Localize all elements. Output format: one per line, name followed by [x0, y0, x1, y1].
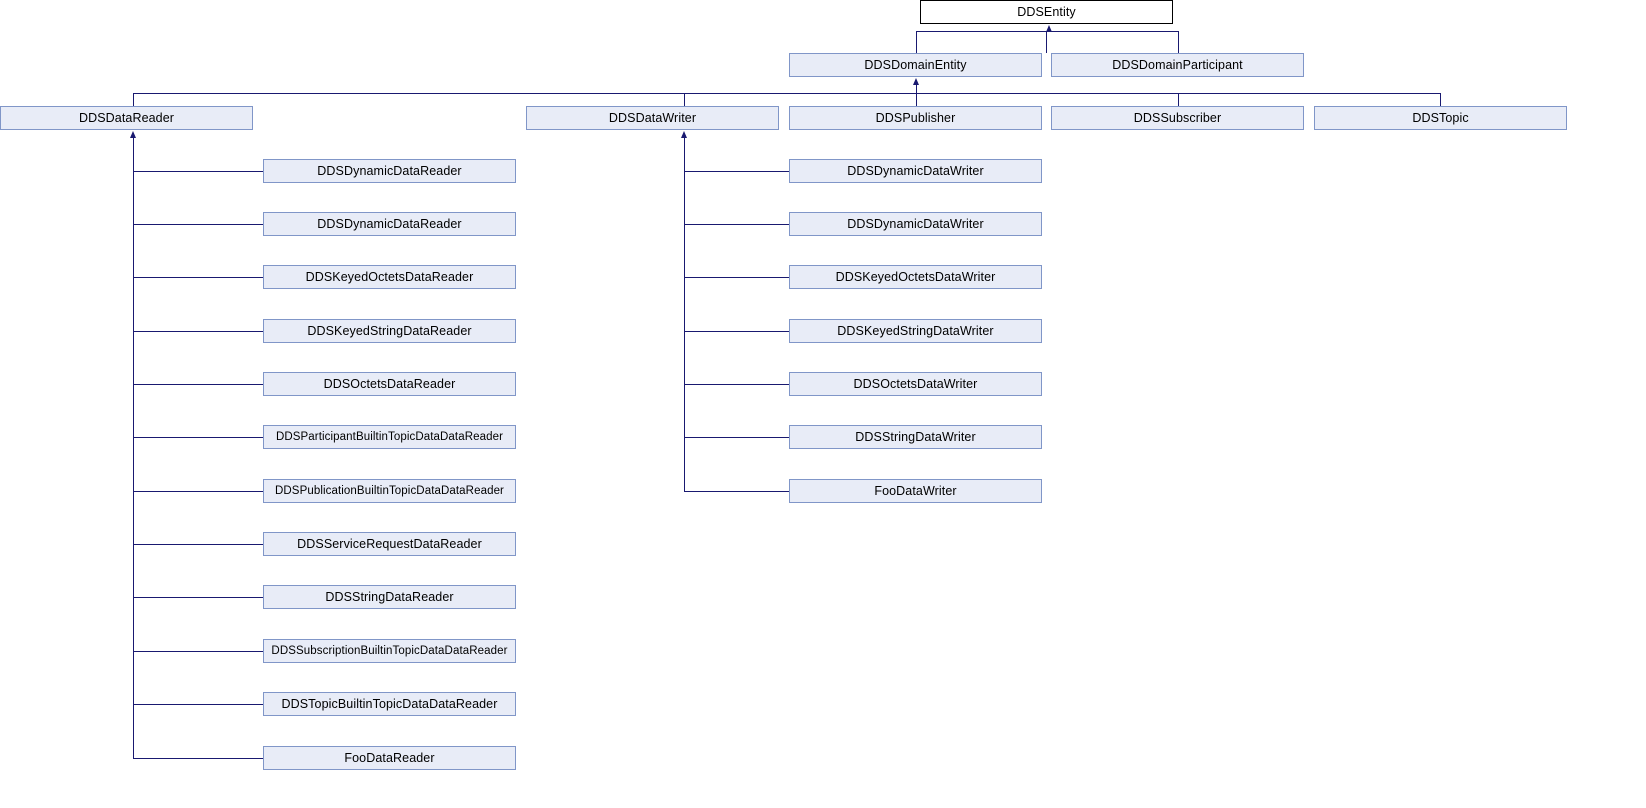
class-node-ddsentity[interactable]: DDSEntity [920, 0, 1173, 24]
edge-branch-writer_subclasses-6 [684, 491, 789, 492]
inheritance-arrow-to-ddsdomainentity [912, 78, 919, 85]
edge-branch-reader_subclasses-5 [133, 437, 263, 438]
class-node-ddspublicationbuiltintopicdatadatareader[interactable]: DDSPublicationBuiltinTopicDataDataReader [263, 479, 516, 503]
class-node-label: DDSKeyedOctetsDataWriter [835, 270, 996, 284]
class-node-ddsdomainparticipant[interactable]: DDSDomainParticipant [1051, 53, 1304, 77]
edge-drop-domainentity [916, 31, 917, 53]
class-node-ddstopicbuiltintopicdatadatareader[interactable]: DDSTopicBuiltinTopicDataDataReader [263, 692, 516, 716]
class-node-label: DDSPublisher [875, 111, 956, 125]
class-node-ddsdomainentity[interactable]: DDSDomainEntity [789, 53, 1042, 77]
class-node-ddssubscriptionbuiltintopicdatadatareader[interactable]: DDSSubscriptionBuiltinTopicDataDataReade… [263, 639, 516, 663]
class-node-ddskeyedoctetsdatareader[interactable]: DDSKeyedOctetsDataReader [263, 265, 516, 289]
class-node-ddsdynamicdatawriter[interactable]: DDSDynamicDataWriter [789, 159, 1042, 183]
edge-branch-reader_subclasses-10 [133, 704, 263, 705]
edge-drop-datawriter [684, 93, 685, 106]
class-node-ddspublisher[interactable]: DDSPublisher [789, 106, 1042, 130]
edge-bus-level1 [916, 31, 1179, 32]
inheritance-arrow-to-ddsdatareader [129, 131, 136, 138]
class-node-foodatawriter[interactable]: FooDataWriter [789, 479, 1042, 503]
edge-branch-reader_subclasses-2 [133, 277, 263, 278]
class-node-label: DDSParticipantBuiltinTopicDataDataReader [275, 431, 504, 443]
edge-branch-writer_subclasses-2 [684, 277, 789, 278]
class-node-ddskeyedstringdatawriter[interactable]: DDSKeyedStringDataWriter [789, 319, 1042, 343]
class-node-label: DDSKeyedStringDataReader [307, 324, 472, 338]
edge-branch-writer_subclasses-0 [684, 171, 789, 172]
edge-branch-reader_subclasses-4 [133, 384, 263, 385]
class-node-label: DDSSubscriber [1133, 111, 1222, 125]
class-node-label: DDSTopic [1412, 111, 1469, 125]
edge-bus-level2 [133, 93, 1441, 94]
edge-drop-subscriber [1178, 93, 1179, 106]
class-node-ddsdynamicdatareader[interactable]: DDSDynamicDataReader [263, 159, 516, 183]
edge-branch-reader_subclasses-3 [133, 331, 263, 332]
class-node-ddsstringdatawriter[interactable]: DDSStringDataWriter [789, 425, 1042, 449]
class-node-label: DDSDynamicDataReader [317, 164, 462, 178]
class-node-label: FooDataReader [344, 751, 435, 765]
edge-domainentity-stem [916, 84, 917, 93]
class-node-ddstopic[interactable]: DDSTopic [1314, 106, 1567, 130]
class-node-ddskeyedstringdatareader[interactable]: DDSKeyedStringDataReader [263, 319, 516, 343]
class-node-label: DDSPublicationBuiltinTopicDataDataReader [274, 485, 504, 497]
class-node-label: DDSKeyedStringDataWriter [837, 324, 994, 338]
class-node-label: DDSOctetsDataReader [323, 377, 456, 391]
class-node-ddsdynamicdatawriter[interactable]: DDSDynamicDataWriter [789, 212, 1042, 236]
class-node-ddssubscriber[interactable]: DDSSubscriber [1051, 106, 1304, 130]
class-node-foodatareader[interactable]: FooDataReader [263, 746, 516, 770]
edge-drop-publisher [916, 93, 917, 106]
class-node-ddsservicerequestdatareader[interactable]: DDSServiceRequestDataReader [263, 532, 516, 556]
edge-drop-topic [1440, 93, 1441, 106]
class-node-ddsdynamicdatareader[interactable]: DDSDynamicDataReader [263, 212, 516, 236]
class-node-label: DDSDynamicDataReader [317, 217, 462, 231]
edge-branch-reader_subclasses-7 [133, 544, 263, 545]
edge-branch-reader_subclasses-6 [133, 491, 263, 492]
class-node-label: DDSStringDataReader [325, 590, 454, 604]
edge-branch-reader_subclasses-9 [133, 651, 263, 652]
edge-trunk-datawriter [684, 137, 685, 491]
edge-branch-writer_subclasses-5 [684, 437, 789, 438]
edge-branch-reader_subclasses-8 [133, 597, 263, 598]
class-node-ddskeyedoctetsdatawriter[interactable]: DDSKeyedOctetsDataWriter [789, 265, 1042, 289]
class-node-label: DDSSubscriptionBuiltinTopicDataDataReade… [271, 645, 508, 657]
class-node-ddsoctetsdatareader[interactable]: DDSOctetsDataReader [263, 372, 516, 396]
edge-branch-reader_subclasses-11 [133, 758, 263, 759]
class-node-label: DDSDynamicDataWriter [847, 164, 984, 178]
inheritance-arrow-to-ddsdatawriter [680, 131, 687, 138]
class-node-label: DDSStringDataWriter [855, 430, 976, 444]
edge-ddsentity-stem [1046, 31, 1047, 53]
class-node-ddsoctetsdatawriter[interactable]: DDSOctetsDataWriter [789, 372, 1042, 396]
edge-branch-writer_subclasses-3 [684, 331, 789, 332]
edge-branch-writer_subclasses-4 [684, 384, 789, 385]
class-node-ddsdatareader[interactable]: DDSDataReader [0, 106, 253, 130]
class-node-label: DDSServiceRequestDataReader [297, 537, 482, 551]
class-node-ddsstringdatareader[interactable]: DDSStringDataReader [263, 585, 516, 609]
edge-branch-reader_subclasses-0 [133, 171, 263, 172]
class-node-label: DDSTopicBuiltinTopicDataDataReader [281, 697, 498, 711]
class-node-label: DDSDataWriter [608, 111, 697, 125]
edge-drop-datareader [133, 93, 134, 106]
class-node-label: DDSEntity [1017, 5, 1076, 19]
class-node-label: DDSOctetsDataWriter [853, 377, 978, 391]
inheritance-arrow-to-ddsentity [1045, 25, 1052, 32]
class-node-ddsparticipantbuiltintopicdatadatareader[interactable]: DDSParticipantBuiltinTopicDataDataReader [263, 425, 516, 449]
class-node-ddsdatawriter[interactable]: DDSDataWriter [526, 106, 779, 130]
class-node-label: DDSDomainEntity [864, 58, 967, 72]
class-node-label: DDSDataReader [78, 111, 175, 125]
class-node-label: DDSDomainParticipant [1112, 58, 1243, 72]
edge-trunk-datareader [133, 137, 134, 758]
class-node-label: DDSKeyedOctetsDataReader [305, 270, 474, 284]
edge-branch-writer_subclasses-1 [684, 224, 789, 225]
class-node-label: FooDataWriter [874, 484, 957, 498]
class-node-label: DDSDynamicDataWriter [847, 217, 984, 231]
edge-drop-domainparticipant [1178, 31, 1179, 53]
edge-branch-reader_subclasses-1 [133, 224, 263, 225]
